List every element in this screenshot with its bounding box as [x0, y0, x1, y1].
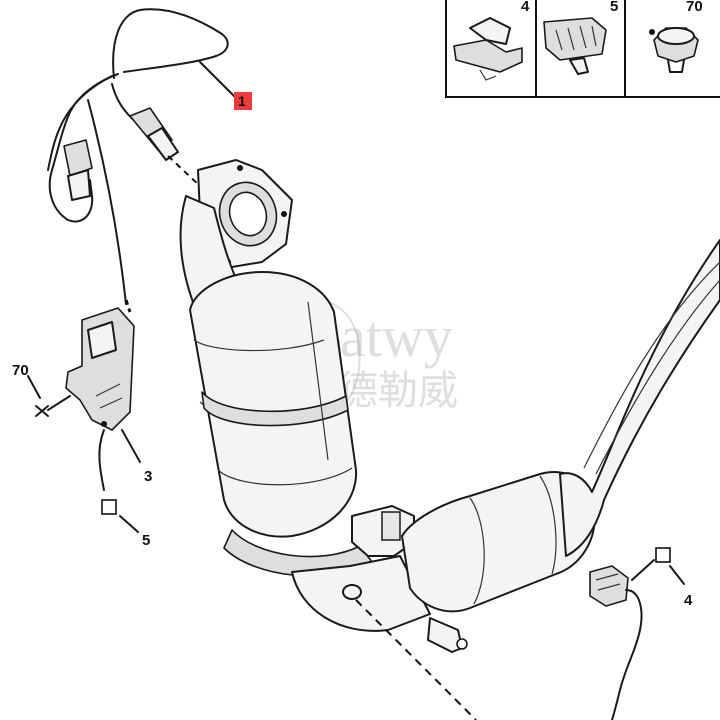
label-part-70-left: 70	[12, 362, 29, 379]
bolt-part-70-icon	[649, 27, 699, 73]
oxygen-sensor-part-1: 1	[47, 8, 252, 223]
inset-label-70: 70	[686, 0, 703, 15]
label-part-5-left: 5	[142, 532, 150, 549]
label-part-3: 3	[144, 468, 152, 485]
square-marker-left: 5	[101, 499, 150, 549]
connector-clip-part-5-icon	[543, 17, 607, 75]
inset-label-4: 4	[521, 0, 530, 15]
label-part-1: 1	[238, 93, 246, 109]
label-part-4-right: 4	[684, 592, 693, 609]
rear-sensor-connector: 4	[589, 547, 693, 720]
parts-inset-box: 4 5 70	[445, 0, 720, 98]
bolt-marker-left: 70	[12, 362, 71, 417]
catalytic-converter	[189, 271, 358, 538]
watermark-chinese: 德勒威	[338, 368, 458, 414]
inset-label-5: 5	[610, 0, 618, 15]
bracket-part-3: 3	[65, 307, 152, 491]
part-1-highlight	[234, 92, 252, 110]
watermark-brand: atwy	[340, 304, 453, 369]
clamp-and-bend	[223, 505, 477, 720]
secondary-catalyst-pipe	[401, 239, 720, 613]
clip-part-4-icon	[453, 17, 523, 81]
